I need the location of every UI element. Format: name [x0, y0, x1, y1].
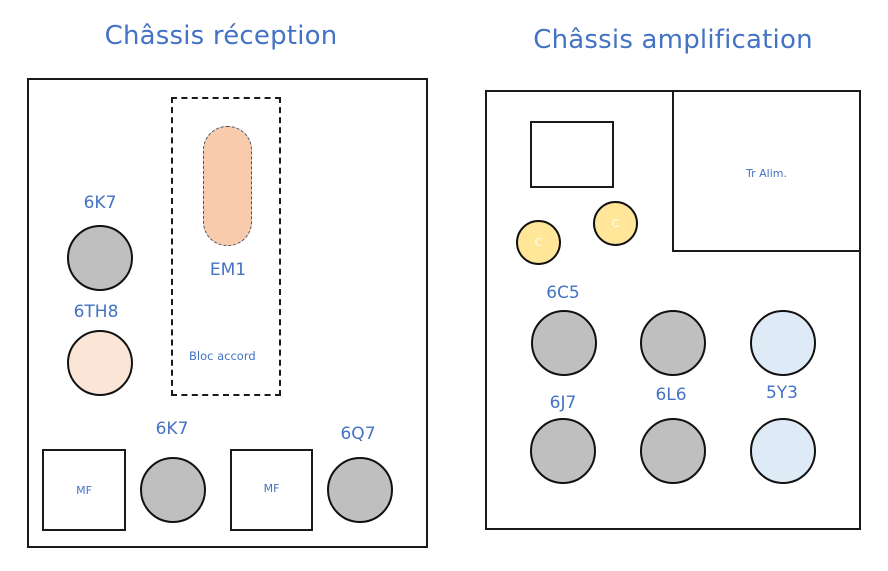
- tube-blue-row1-col3: [750, 310, 816, 376]
- tube-5y3: [750, 418, 816, 484]
- capacitor-1: C: [516, 220, 561, 265]
- tuning-block-label: Bloc accord: [189, 349, 256, 363]
- tube-6l6: [640, 418, 706, 484]
- tube-label-6k7-top: 6K7: [83, 193, 117, 213]
- magic-eye-em1: [203, 126, 252, 246]
- capacitor-2-label: C: [611, 217, 620, 230]
- tube-label-6k7-bottom: 6K7: [155, 419, 189, 439]
- if-transformer-1: MF: [42, 449, 126, 531]
- tube-6k7-top: [67, 225, 133, 291]
- small-component-box: [530, 121, 614, 188]
- tube-6th8: [67, 330, 133, 396]
- power-transformer-label: Tr Alim.: [746, 166, 787, 180]
- reception-chassis-title: Châssis réception: [104, 21, 338, 51]
- if-transformer-1-label: MF: [76, 483, 92, 497]
- tube-6q7: [327, 457, 393, 523]
- power-transformer: Tr Alim.: [672, 90, 861, 252]
- tube-label-6c5: 6C5: [546, 283, 580, 303]
- tube-gray-row1-col2: [640, 310, 706, 376]
- amplification-chassis-title: Châssis amplification: [533, 25, 813, 55]
- tube-label-6l6: 6L6: [655, 385, 687, 405]
- if-transformer-2-label: MF: [263, 481, 280, 495]
- tube-6c5: [531, 310, 597, 376]
- tube-label-6th8: 6TH8: [73, 302, 119, 322]
- if-transformer-2: MF: [230, 449, 313, 531]
- tube-label-6j7: 6J7: [549, 393, 577, 413]
- magic-eye-label: EM1: [209, 260, 247, 280]
- tube-6j7: [530, 418, 596, 484]
- tube-6k7-bottom: [140, 457, 206, 523]
- tube-label-6q7: 6Q7: [340, 424, 376, 444]
- capacitor-2: C: [593, 201, 638, 246]
- tube-label-5y3: 5Y3: [765, 383, 799, 403]
- tuning-block: [171, 97, 281, 396]
- capacitor-1-label: C: [534, 236, 543, 249]
